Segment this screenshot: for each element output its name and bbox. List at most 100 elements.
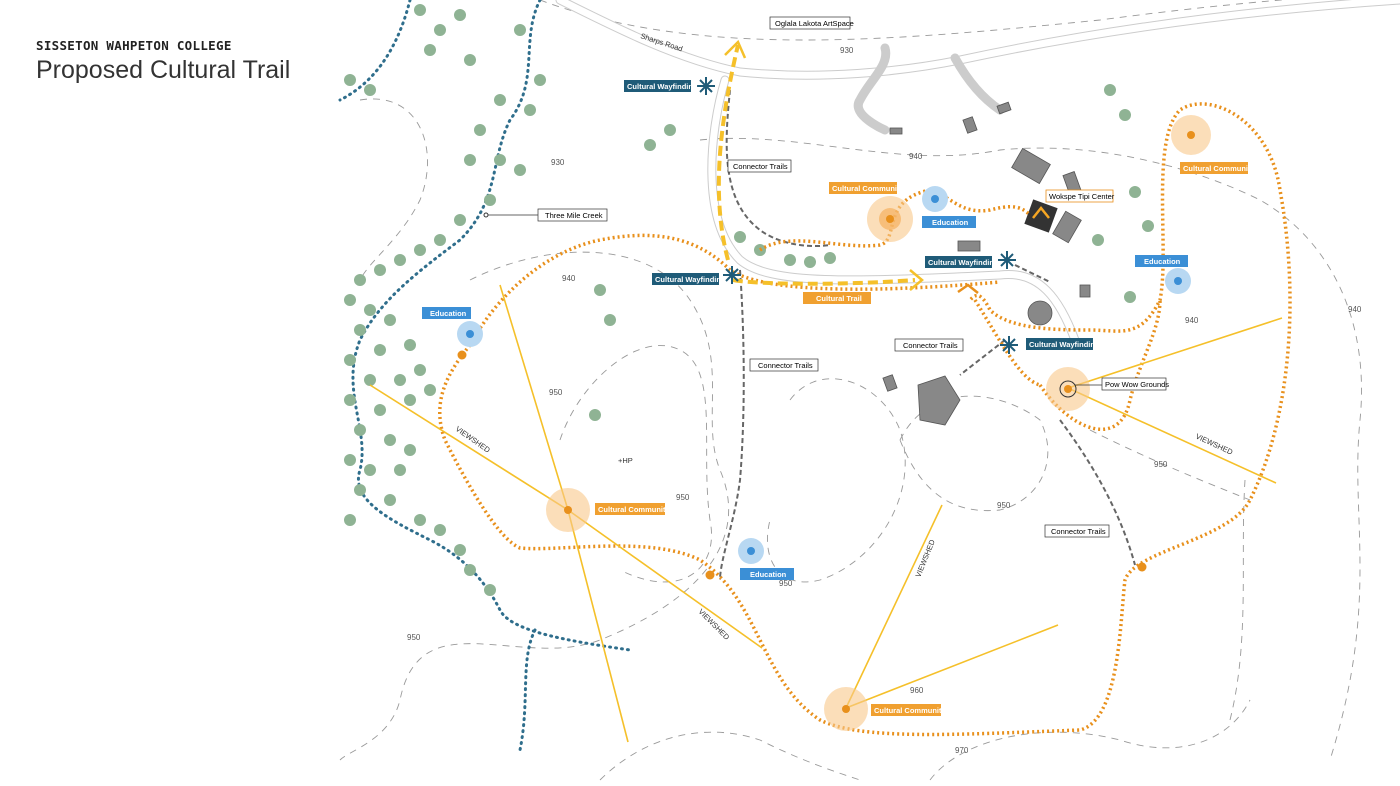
tree	[464, 54, 476, 66]
label-community: Cultural Community	[595, 503, 670, 515]
education-node	[738, 538, 764, 564]
roads	[555, 0, 1400, 345]
svg-text:950: 950	[1154, 460, 1168, 469]
cultural-trail	[438, 39, 1292, 737]
tree	[414, 514, 426, 526]
tree	[494, 94, 506, 106]
tree	[354, 424, 366, 436]
label-tipi-center: Wokspe Tipi Center	[1045, 189, 1115, 203]
tree	[364, 84, 376, 96]
svg-text:930: 930	[551, 158, 565, 167]
svg-text:Oglala Lakota ArtSpace: Oglala Lakota ArtSpace	[775, 19, 854, 28]
label-community: Cultural Community	[829, 182, 904, 194]
tree	[514, 24, 526, 36]
tree	[1092, 234, 1104, 246]
tree	[784, 254, 796, 266]
tree	[534, 74, 546, 86]
svg-text:Connector Trails: Connector Trails	[1051, 527, 1106, 536]
tree	[364, 464, 376, 476]
tree	[454, 214, 466, 226]
svg-text:Education: Education	[430, 309, 467, 318]
asterisk-icon	[1000, 336, 1018, 354]
svg-text:Cultural Wayfinding: Cultural Wayfinding	[627, 82, 698, 91]
college-name: SISSETON WAHPETON COLLEGE	[36, 38, 232, 53]
tree-cluster	[344, 4, 1154, 596]
svg-text:930: 930	[840, 46, 854, 55]
label-wayfinding: Cultural Wayfinding	[652, 273, 726, 285]
header: SISSETON WAHPETON COLLEGE Proposed Cultu…	[36, 38, 290, 85]
tree	[344, 514, 356, 526]
community-node	[824, 687, 868, 731]
label-connector: Connector Trails	[749, 358, 819, 372]
tree	[404, 444, 416, 456]
svg-text:Pow Wow Grounds: Pow Wow Grounds	[1105, 380, 1169, 389]
tree	[364, 374, 376, 386]
svg-text:Cultural Wayfinding: Cultural Wayfinding	[928, 258, 999, 267]
tree	[414, 244, 426, 256]
svg-text:Three Mile Creek: Three Mile Creek	[545, 211, 603, 220]
tree	[374, 404, 386, 416]
wayfinding-icons	[697, 77, 1018, 354]
label-education: Education	[1135, 255, 1188, 267]
tree	[344, 74, 356, 86]
community-nodes	[457, 115, 1211, 731]
svg-text:Cultural Trail: Cultural Trail	[816, 294, 862, 303]
svg-text:VIEWSHED: VIEWSHED	[1194, 432, 1235, 457]
tree	[344, 454, 356, 466]
svg-text:950: 950	[407, 633, 421, 642]
svg-text:Connector Trails: Connector Trails	[733, 162, 788, 171]
tree	[354, 484, 366, 496]
tree	[1119, 109, 1131, 121]
label-artspace: Oglala Lakota ArtSpace	[769, 16, 854, 30]
asterisk-icon	[697, 77, 715, 95]
tree	[374, 264, 386, 276]
tree	[1104, 84, 1116, 96]
svg-text:Education: Education	[1144, 257, 1181, 266]
label-wayfinding: Cultural Wayfinding	[624, 80, 698, 92]
label-education: Education	[740, 568, 794, 580]
community-node	[1171, 115, 1211, 155]
svg-text:Education: Education	[932, 218, 969, 227]
svg-text:960: 960	[910, 686, 924, 695]
tree	[384, 434, 396, 446]
tree	[824, 252, 836, 264]
tree	[384, 314, 396, 326]
label-education: Education	[922, 216, 976, 228]
tree	[434, 24, 446, 36]
tree	[454, 544, 466, 556]
tree	[524, 104, 536, 116]
community-node	[546, 488, 590, 532]
label-wayfinding: Cultural Wayfinding	[1026, 338, 1100, 350]
tree	[434, 234, 446, 246]
label-powwow: Pow Wow Grounds	[1075, 377, 1169, 391]
tree	[394, 374, 406, 386]
tree	[1129, 186, 1141, 198]
tree	[404, 394, 416, 406]
label-connector: Connector Trails	[1044, 524, 1110, 538]
label-connector: Connector Trails	[727, 159, 792, 173]
asterisk-icon	[998, 251, 1016, 269]
tree	[484, 584, 496, 596]
tree	[384, 494, 396, 506]
svg-text:940: 940	[562, 274, 576, 283]
tree	[424, 384, 436, 396]
tree	[664, 124, 676, 136]
tree	[344, 354, 356, 366]
tree	[514, 164, 526, 176]
viewshed-labels: VIEWSHED VIEWSHED VIEWSHED VIEWSHED	[454, 424, 1235, 642]
tree	[394, 464, 406, 476]
svg-text:Education: Education	[750, 570, 787, 579]
tree	[589, 409, 601, 421]
label-high-point: +HP	[618, 456, 633, 465]
svg-text:Cultural Community: Cultural Community	[598, 505, 670, 514]
tree	[454, 9, 466, 21]
tree	[604, 314, 616, 326]
label-wayfinding: Cultural Wayfinding	[925, 256, 999, 268]
tree	[364, 304, 376, 316]
tree	[494, 154, 506, 166]
tree	[424, 44, 436, 56]
label-education: Education	[422, 307, 471, 319]
tree	[734, 231, 746, 243]
tree	[394, 254, 406, 266]
label-community: Cultural Community	[871, 704, 946, 716]
